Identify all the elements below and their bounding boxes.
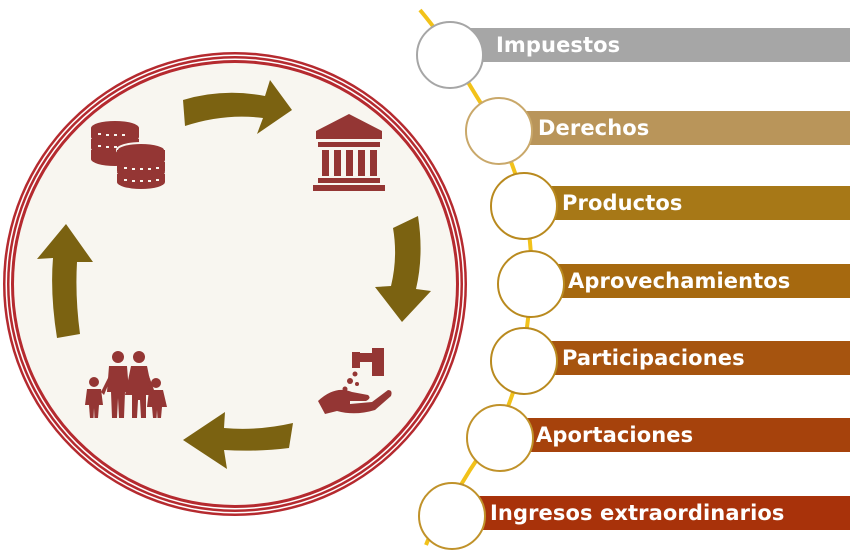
category-node — [497, 250, 565, 318]
category-node — [490, 327, 558, 395]
coins-icon — [91, 121, 166, 189]
category-node — [418, 482, 486, 550]
arrow-bottom — [183, 412, 293, 469]
category-node — [490, 172, 558, 240]
category-label: Ingresos extraordinarios — [490, 501, 785, 525]
category-bar: Productos — [520, 186, 850, 220]
category-node — [466, 404, 534, 472]
category-node — [465, 97, 533, 165]
cycle-diagram — [3, 52, 467, 516]
category-label: Impuestos — [496, 33, 621, 57]
category-label: Derechos — [538, 116, 650, 140]
category-bar: Ingresos extraordinarios — [452, 496, 850, 530]
arrow-top — [183, 80, 292, 134]
family-icon — [85, 351, 167, 418]
category-bar: Impuestos — [448, 28, 850, 62]
category-node — [416, 21, 484, 89]
category-bar: Participaciones — [526, 341, 850, 375]
category-label: Aportaciones — [536, 423, 694, 447]
arrow-left — [37, 224, 93, 338]
category-label: Participaciones — [562, 346, 745, 370]
category-bar: Aportaciones — [500, 418, 850, 452]
category-bar: Aprovechamientos — [532, 264, 850, 298]
category-label: Productos — [562, 191, 683, 215]
arrow-right — [375, 216, 431, 322]
bank-building-icon — [313, 114, 385, 191]
category-bar: Derechos — [500, 111, 850, 145]
water-tap-hand-icon — [318, 348, 392, 414]
category-label: Aprovechamientos — [568, 269, 791, 293]
